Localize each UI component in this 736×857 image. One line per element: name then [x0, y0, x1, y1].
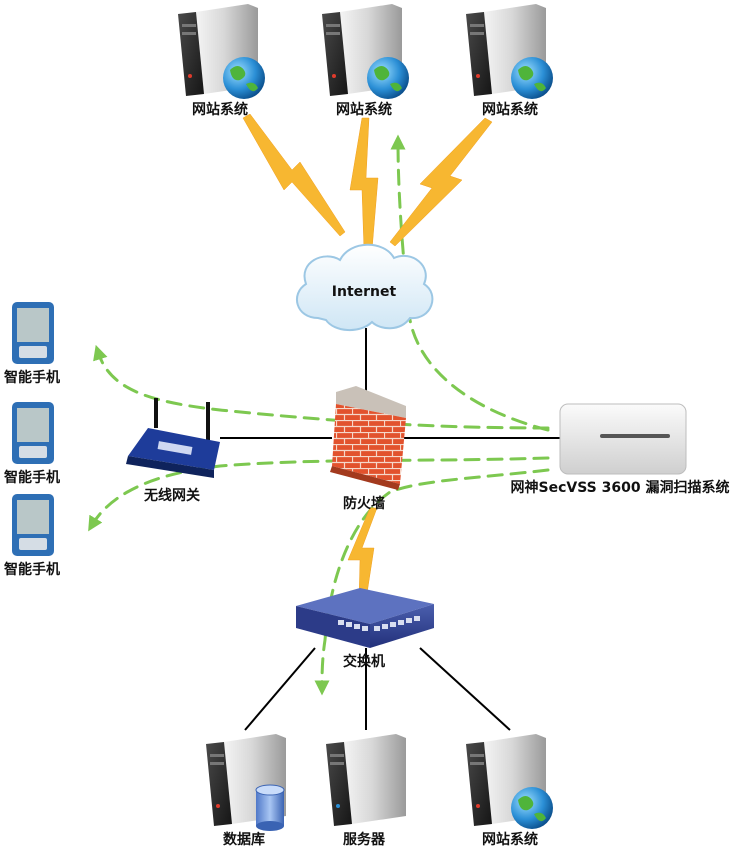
database-icon	[255, 784, 285, 831]
bolt-left	[242, 113, 346, 237]
label-server: 服务器	[343, 832, 385, 848]
wireless-gateway	[126, 398, 220, 478]
label-wireless-gateway: 无线网关	[144, 488, 200, 504]
globe-icon	[223, 57, 265, 99]
attack-bolts	[242, 113, 493, 601]
bolt-right	[389, 117, 493, 247]
scan-paths	[88, 134, 550, 696]
smartphone-2	[12, 402, 54, 464]
link-switch-database	[244, 647, 316, 731]
label-website-system-2: 网站系统	[336, 102, 392, 118]
scan-path-to-internal	[314, 468, 550, 696]
website-server-internal	[466, 734, 553, 829]
smartphone-1	[12, 302, 54, 364]
label-database: 数据库	[223, 832, 265, 848]
globe-icon	[367, 57, 409, 99]
database-server	[206, 734, 286, 831]
bolt-bottom	[347, 507, 378, 601]
label-smartphone-1: 智能手机	[4, 370, 60, 386]
label-switch: 交换机	[343, 654, 385, 670]
label-smartphone-3: 智能手机	[4, 562, 60, 578]
label-firewall: 防火墙	[343, 496, 385, 512]
firewall	[330, 386, 406, 490]
application-server	[326, 734, 406, 826]
network-links	[220, 328, 562, 731]
website-server-1	[178, 4, 265, 99]
website-server-2	[322, 4, 409, 99]
vulnerability-scanner	[559, 403, 687, 475]
network-switch	[296, 588, 434, 648]
scan-path-upper-phone	[93, 344, 550, 430]
label-scanner: 网神SecVSS 3600 漏洞扫描系统	[510, 480, 730, 496]
bolt-center	[349, 117, 379, 251]
scan-path-to-website	[390, 134, 550, 432]
label-smartphone-2: 智能手机	[4, 470, 60, 486]
label-website-system-3: 网站系统	[482, 102, 538, 118]
globe-icon	[511, 57, 553, 99]
smartphone-3	[12, 494, 54, 556]
label-internet: Internet	[331, 284, 397, 300]
internet-cloud	[296, 243, 434, 331]
label-website-system-1: 网站系统	[192, 102, 248, 118]
link-switch-website	[419, 647, 511, 731]
globe-icon	[511, 787, 553, 829]
label-website-system-internal: 网站系统	[482, 832, 538, 848]
scan-path-lower-phone	[88, 456, 550, 532]
website-server-3	[466, 4, 553, 99]
